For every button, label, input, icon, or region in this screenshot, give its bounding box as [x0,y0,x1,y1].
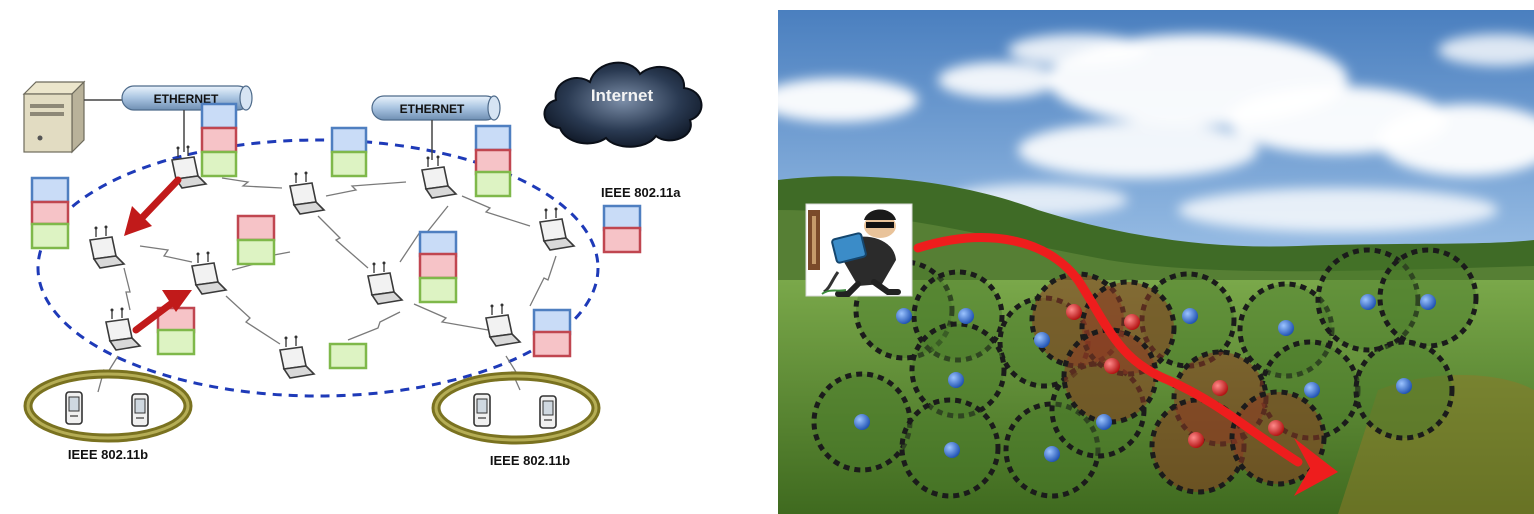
laptop-icon [421,154,457,199]
ieee-a-label: IEEE 802.11a [601,185,681,200]
client-group-right: IEEE 802.11b [431,371,601,468]
sensor-nodes-alert [1066,304,1284,448]
ethernet-label-2: ETHERNET [400,102,465,116]
sensor-nodes-normal [854,294,1436,462]
phone-icon [473,393,491,427]
sensor-field-scene [778,10,1534,514]
client-group-left: IEEE 802.11b [23,369,193,462]
laptop-icon [367,260,403,305]
laptop-icon [89,224,125,269]
ieee-b-label-2: IEEE 802.11b [490,453,570,468]
ieee-b-label-1: IEEE 802.11b [68,447,148,462]
laptop-icon [289,170,325,215]
internet-cloud-icon: Internet [543,61,703,148]
ethernet-bus-2: ETHERNET [371,95,501,121]
phone-icon [539,395,557,429]
clouds [778,34,1534,232]
server-icon [22,80,122,154]
sensor-coverage-alert [1029,271,1327,495]
red-arrow-down [124,176,182,236]
internet-label: Internet [591,86,654,105]
phone-icon [65,391,83,425]
ethernet-label-1: ETHERNET [154,92,219,106]
laptop-icon [539,206,575,251]
laptop-icon [279,334,315,379]
mesh-network-diagram: ETHERNET ETHERNET Internet [22,61,703,468]
wireless-links [97,177,557,393]
laptop-icon [485,302,521,347]
intruder-path-arrow [913,233,1338,496]
phone-icon [131,393,149,427]
traffic-blocks [30,102,642,370]
red-arrow-up [132,290,192,334]
mesh-boundary [36,138,600,398]
laptop-icon [191,250,227,295]
thief-icon [805,203,913,297]
